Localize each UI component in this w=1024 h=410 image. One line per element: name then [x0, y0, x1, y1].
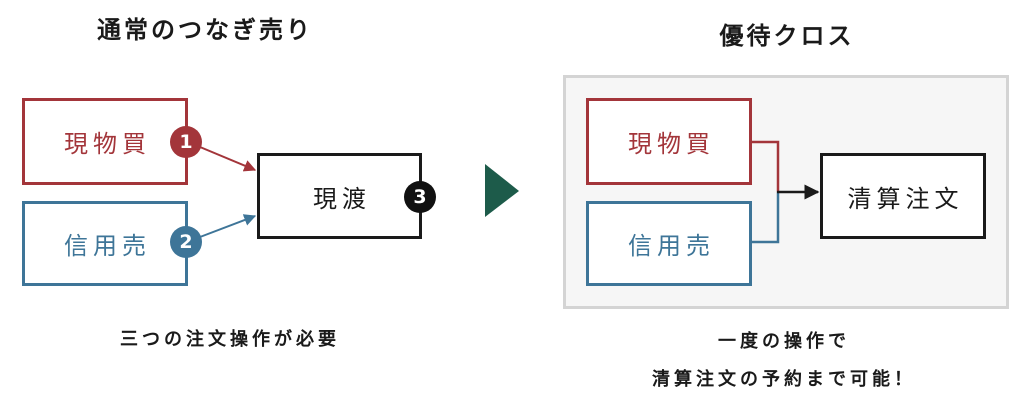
right-margin-sell-box: 信用売	[586, 201, 752, 286]
left-margin-sell-label: 信用売	[64, 232, 151, 260]
left-delivery-box: 現渡	[257, 153, 422, 239]
right-caption: 一度の操作で 清算注文の予約まで可能！	[652, 323, 916, 399]
left-section-title: 通常のつなぎ売り	[97, 16, 313, 44]
right-margin-sell-label: 信用売	[628, 232, 715, 260]
left-delivery-label: 現渡	[313, 184, 371, 213]
left-sell-arrow	[199, 214, 257, 238]
step-2-badge: 2	[170, 226, 202, 258]
right-settlement-order-label: 清算注文	[847, 184, 964, 213]
right-spot-buy-box: 現物買	[586, 98, 752, 185]
step-3-badge: 3	[404, 181, 436, 213]
right-caption-line-1: 一度の操作で	[718, 331, 850, 352]
right-caption-line-2: 清算注文の予約まで可能！	[652, 369, 916, 390]
left-spot-buy-label: 現物買	[64, 130, 151, 158]
left-spot-buy-box: 現物買	[22, 98, 188, 185]
right-spot-buy-label: 現物買	[628, 130, 715, 158]
right-settlement-order-box: 清算注文	[820, 153, 986, 239]
step-1-badge: 1	[170, 126, 202, 158]
left-margin-sell-box: 信用売	[22, 201, 188, 286]
left-caption: 三つの注文操作が必要	[120, 329, 340, 350]
step-1-number: 1	[179, 131, 193, 153]
right-section-title: 優待クロス	[719, 22, 855, 50]
step-3-number: 3	[413, 186, 427, 208]
left-buy-arrow	[199, 146, 257, 172]
play-triangle-icon	[485, 164, 519, 217]
step-2-number: 2	[179, 231, 193, 253]
